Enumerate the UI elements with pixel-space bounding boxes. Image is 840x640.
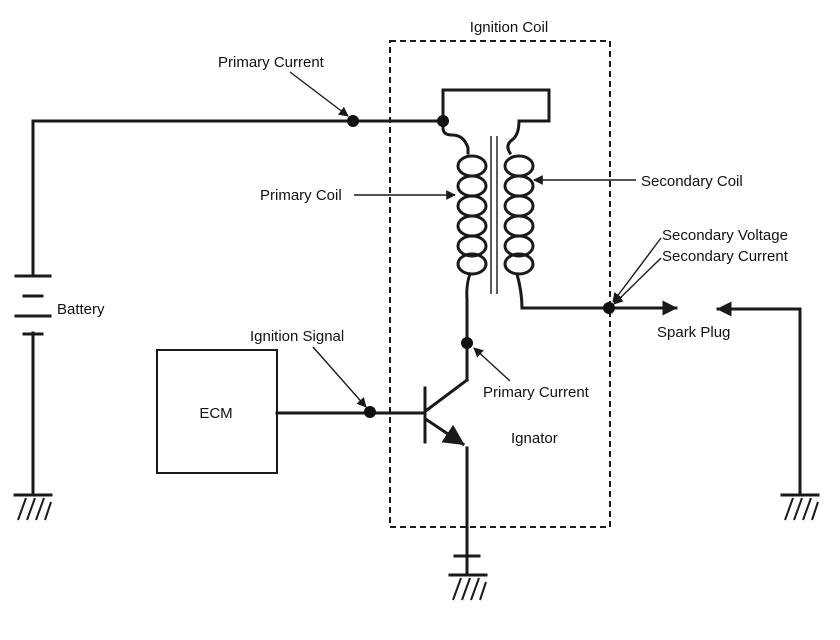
coil-core: [490, 136, 498, 294]
junction-dot-ignition-signal: [364, 406, 376, 418]
secondary-coil: [503, 154, 611, 310]
ignition-signal-label: Ignition Signal: [250, 328, 344, 345]
ground-symbol-ignator: [448, 446, 488, 601]
ignator-label: Ignator: [511, 430, 558, 447]
spark-plug-label: Spark Plug: [657, 324, 730, 341]
secondary-current-label: Secondary Current: [662, 248, 789, 265]
leader-secondary-current: [613, 257, 662, 305]
primary-coil-label: Primary Coil: [260, 187, 342, 204]
primary-current-mid-label: Primary Current: [483, 384, 590, 401]
ignition-coil-boundary: [389, 40, 611, 528]
leader-primary-current-top: [289, 71, 349, 117]
battery-label: Battery: [57, 301, 105, 318]
leader-ignition-signal: [312, 346, 367, 408]
ecm-box: [156, 349, 278, 474]
primary-coil: [456, 154, 488, 345]
leader-secondary-voltage: [612, 237, 662, 303]
leader-primary-current-mid: [473, 347, 511, 382]
secondary-coil-label: Secondary Coil: [641, 173, 743, 190]
ground-symbol-battery: [13, 493, 53, 521]
junction-dot-primary-current: [347, 115, 359, 127]
coil-top-frame: [441, 88, 551, 156]
secondary-voltage-label: Secondary Voltage: [662, 227, 788, 244]
primary-current-top-label: Primary Current: [218, 54, 325, 71]
ignition-coil-label: Ignition Coil: [470, 19, 548, 36]
ecm-label: ECM: [199, 405, 232, 422]
junction-dot-coil-input: [437, 115, 449, 127]
battery-circuit: [14, 119, 445, 497]
junction-dot-secondary-output: [603, 302, 615, 314]
ground-symbol-spark-plug: [780, 307, 820, 521]
ignator-transistor: [423, 341, 470, 447]
junction-dot-primary-collector: [461, 337, 473, 349]
